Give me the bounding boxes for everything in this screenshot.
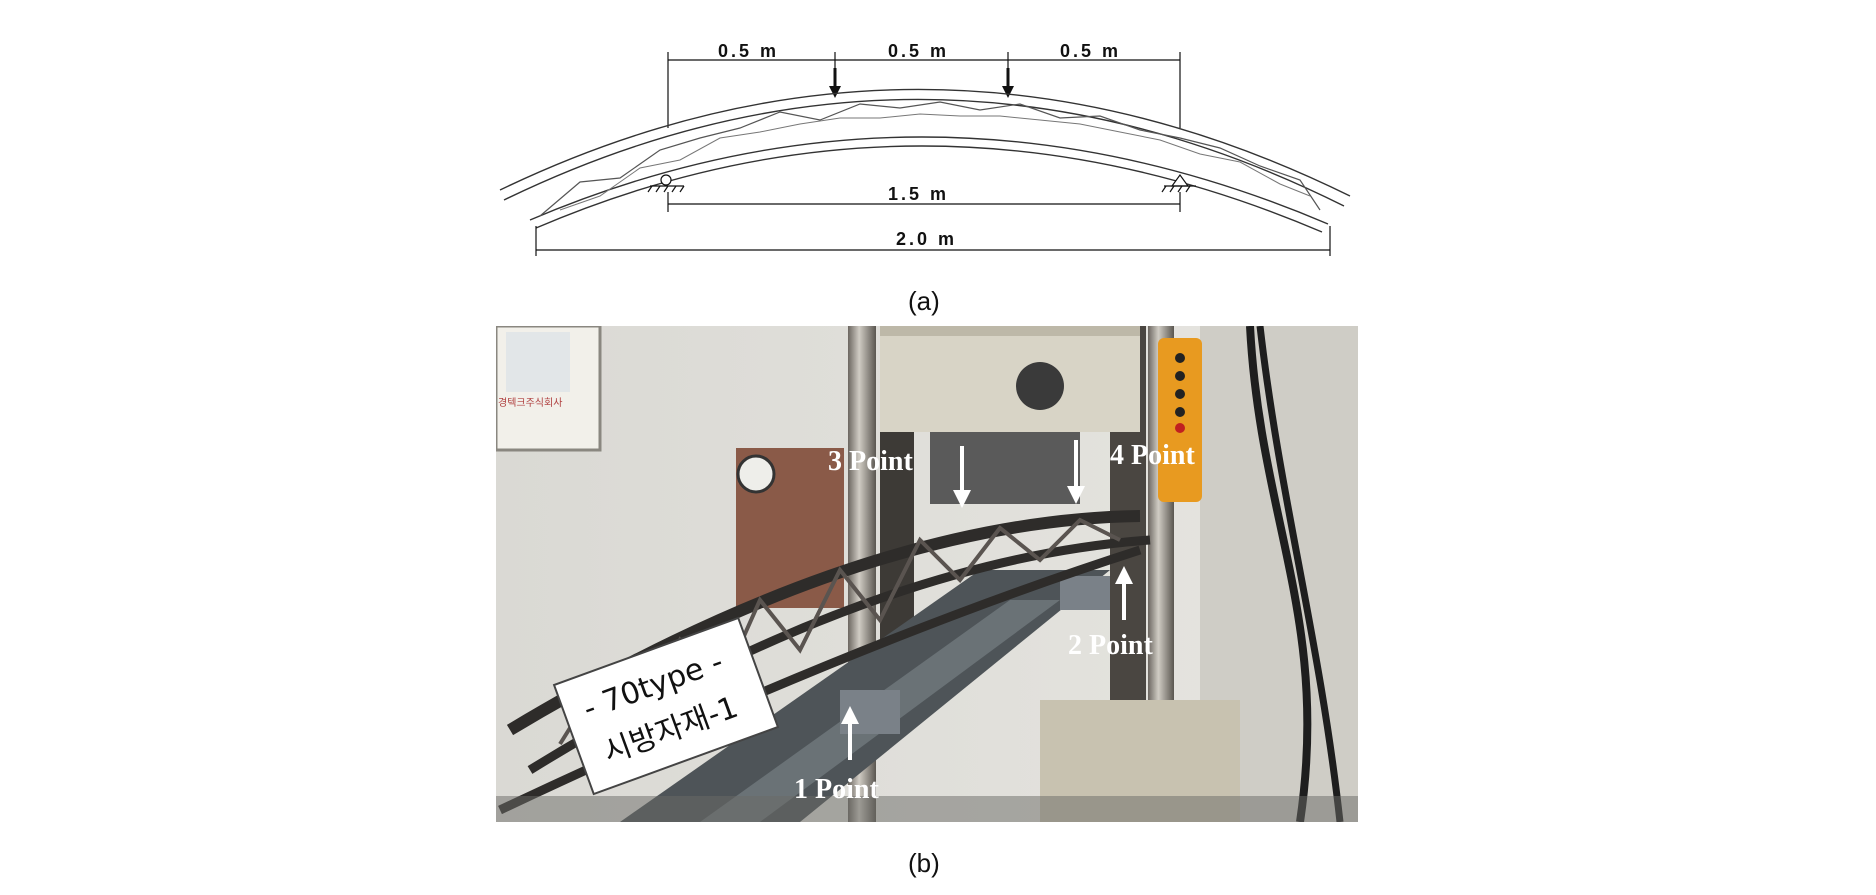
- truss-arch: [499, 88, 1351, 233]
- point-3-label: 3 Point: [828, 446, 913, 477]
- dim-total-span: 2.0 m: [896, 229, 957, 249]
- support-left: [647, 174, 685, 193]
- wall-poster: 경텍크주식회사: [496, 326, 602, 452]
- caption-a: (a): [908, 286, 940, 316]
- truss-lattice: [539, 101, 1321, 217]
- specimen-sign: - 70type - 시방자재-1: [552, 616, 780, 796]
- point-4-annotation: 4 Point: [1067, 440, 1195, 504]
- caption-b: (b): [908, 848, 940, 878]
- point-1-label: 1 Point: [794, 774, 879, 805]
- dim-segment-3: 0.5 m: [1060, 41, 1121, 61]
- dim-support-span: 1.5 m: [888, 184, 949, 204]
- truss-diagram: 0.5 m 0.5 m 0.5 m: [499, 41, 1351, 256]
- support-span-dimension: [667, 192, 1181, 212]
- load-arrow-left: [829, 68, 841, 98]
- load-arrow-right: [1002, 68, 1014, 98]
- point-4-label: 4 Point: [1110, 440, 1195, 471]
- top-dimension-line: [667, 52, 1181, 128]
- total-span-dimension: [535, 226, 1331, 256]
- poster-text: 경텍크주식회사: [498, 396, 562, 409]
- support-right: [1161, 173, 1196, 193]
- truss-lattice-lower: [559, 113, 1311, 211]
- dim-segment-2: 0.5 m: [888, 41, 949, 61]
- test-photo: 경텍크주식회사: [496, 326, 1358, 822]
- dim-segment-1: 0.5 m: [718, 41, 779, 61]
- point-2-label: 2 Point: [1068, 630, 1153, 661]
- point-3-annotation: 3 Point: [828, 446, 971, 508]
- point-2-annotation: 2 Point: [1068, 566, 1153, 661]
- point-1-annotation: 1 Point: [794, 706, 879, 805]
